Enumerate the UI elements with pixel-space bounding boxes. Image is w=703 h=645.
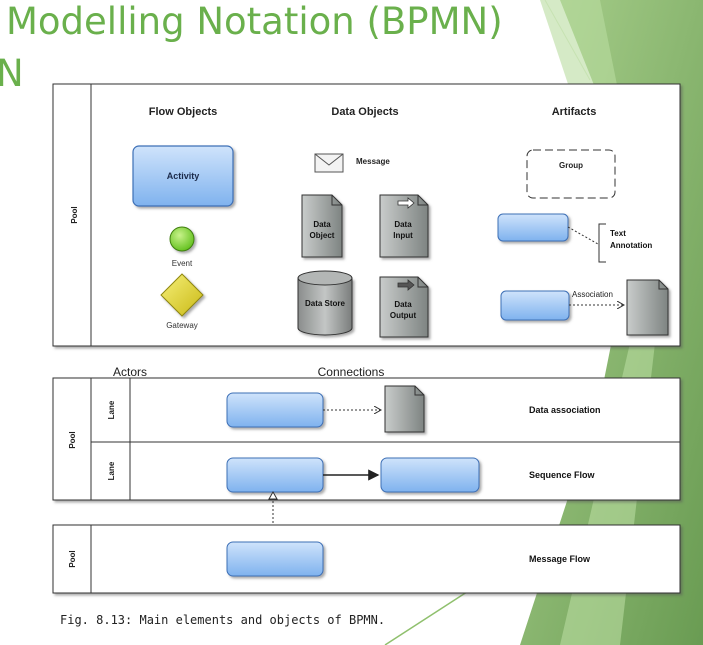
figure-caption: Fig. 8.13: Main elements and objects of … — [60, 613, 386, 627]
top-pool-label: Pool — [70, 206, 79, 223]
data-object-shape: Data Object — [301, 194, 343, 258]
middle-pool-label: Pool — [68, 431, 77, 448]
lane2-label: Lane — [107, 461, 116, 480]
sequence-flow-label: Sequence Flow — [529, 470, 596, 480]
data-object-label-2: Object — [310, 231, 335, 240]
bottom-pool: Pool Message Flow — [52, 524, 681, 594]
data-output-arrow-icon — [397, 279, 415, 291]
text-annotation-bracket — [598, 223, 606, 263]
lane1-task — [226, 392, 324, 428]
association-artifact: Association — [500, 279, 669, 336]
activity-shape: Activity — [132, 145, 234, 207]
data-input-label-1: Data — [394, 220, 412, 229]
text-annotation-label-2: Annotation — [610, 241, 652, 250]
data-association-label: Data association — [529, 405, 601, 415]
data-input-shape: Data Input — [379, 194, 429, 258]
event-shape: Event — [169, 226, 195, 268]
message-label: Message — [356, 157, 390, 166]
header-artifacts: Artifacts — [552, 106, 597, 118]
lane2-task-b — [380, 457, 480, 493]
association-label: Association — [572, 290, 613, 299]
top-pool: Pool Flow Objects Data Objects Artifacts… — [52, 83, 681, 347]
data-output-shape: Data Output — [379, 276, 429, 338]
data-input-label-2: Input — [393, 231, 413, 240]
data-store-label: Data Store — [305, 299, 346, 308]
connections-label: Connections — [318, 365, 385, 379]
activity-label: Activity — [167, 171, 200, 181]
gateway-label: Gateway — [166, 321, 198, 330]
actors-label: Actors — [113, 365, 147, 379]
header-data-objects: Data Objects — [331, 106, 398, 118]
message-flow-label: Message Flow — [529, 554, 591, 564]
lane1-label: Lane — [107, 400, 116, 419]
middle-pool: Pool Lane Lane Data association Sequence… — [52, 377, 681, 501]
text-annotation-artifact: Text Annotation — [497, 213, 652, 263]
group-label: Group — [559, 161, 583, 170]
data-store-shape: Data Store — [297, 270, 353, 336]
slide-decor-line-2 — [544, 0, 591, 81]
gateway-shape: Gateway — [160, 273, 204, 330]
data-input-arrow-icon — [397, 197, 415, 209]
slide-decor-line — [384, 589, 471, 645]
slide-title-line2: N — [0, 52, 24, 95]
slide-title: Modelling Notation (BPMN) — [6, 0, 503, 43]
data-output-label-1: Data — [394, 300, 412, 309]
text-annotation-label-1: Text — [610, 229, 626, 238]
group-shape: Group — [526, 149, 616, 199]
bottom-pool-task — [226, 541, 324, 577]
bottom-pool-label: Pool — [68, 550, 77, 567]
event-label: Event — [172, 259, 193, 268]
lane2-task-a — [226, 457, 324, 493]
data-object-label-1: Data — [313, 220, 331, 229]
lane1-data-object — [384, 385, 425, 433]
message-envelope: Message — [314, 153, 390, 173]
data-output-label-2: Output — [390, 311, 417, 320]
header-flow-objects: Flow Objects — [149, 106, 217, 118]
